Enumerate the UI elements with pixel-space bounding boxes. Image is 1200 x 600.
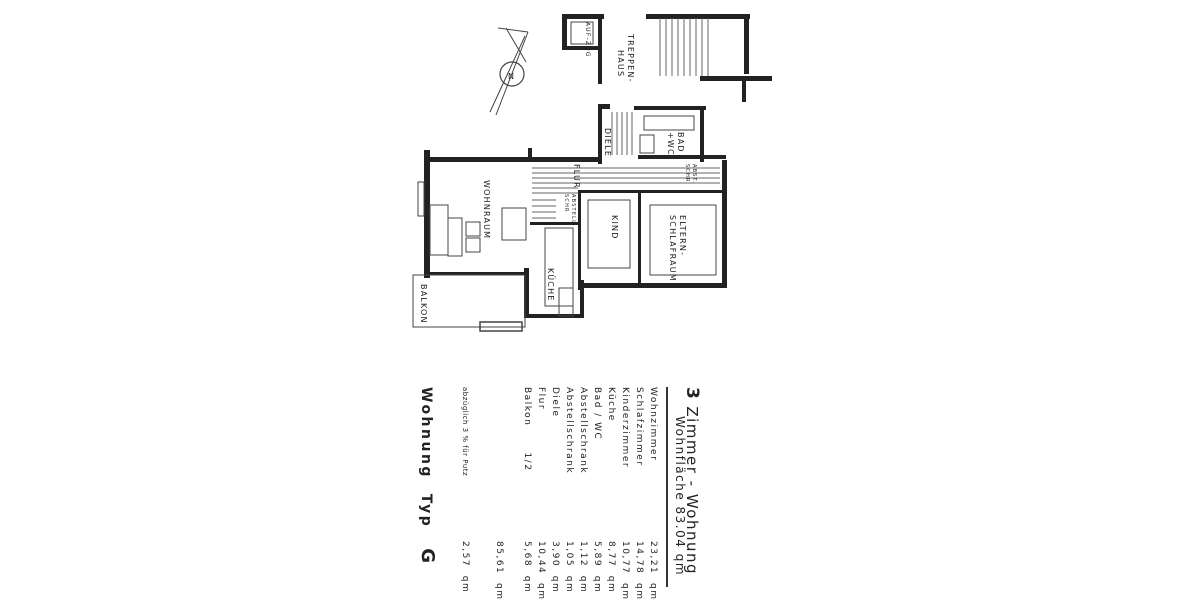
area-row: Küche 8,77 qm	[604, 387, 618, 594]
room-label-abstell-schr-1: ABSTELL-	[570, 194, 576, 227]
room-name: Bad / WC	[592, 387, 602, 441]
room-label-bad-2: +WC	[666, 132, 675, 156]
living-area: Wohnfläche 83.04 qm	[673, 416, 687, 577]
room-label-kind: KIND	[610, 215, 619, 240]
area-row: Flur 10,44 qm	[534, 387, 548, 600]
room-area: 14,78 qm	[634, 541, 644, 600]
area-row: Schlafzimmer 14,78 qm	[632, 387, 646, 600]
room-label-aufzug: AUF-ZUG	[584, 22, 591, 58]
walls	[424, 14, 772, 318]
room-name: Abstellschrank	[564, 387, 574, 475]
room-area: 8,77 qm	[606, 541, 616, 594]
area-row: Bad / WC 5,89 qm	[590, 387, 604, 594]
total-row: 85,61 qm	[492, 387, 506, 600]
area-row: Wohnzimmer 23,21 qm	[646, 387, 660, 600]
room-label-balkon: BALKON	[419, 284, 428, 324]
title-text: Wohnung Typ	[418, 387, 434, 529]
compass-north: N	[508, 72, 515, 81]
room-label-abst-schr-2: SCHR	[684, 164, 690, 183]
room-area: 23,21 qm	[648, 541, 658, 600]
room-name: Kinderzimmer	[620, 387, 630, 469]
title-type: G	[417, 548, 438, 566]
room-name: Schlafzimmer	[634, 387, 644, 467]
divider	[666, 387, 668, 587]
room-label-kueche: KÜCHE	[546, 268, 556, 302]
area-row: Abstellschrank 1,05 qm	[562, 387, 576, 594]
room-label-eltern-2: SCHLAFRAUM	[668, 215, 677, 282]
deduction-label: abzüglich 3 % für Putz	[461, 387, 469, 477]
room-name: Flur	[536, 387, 546, 411]
room-label-abst-schr-1: ABST.	[691, 164, 697, 184]
room-label-abstell-schr-2: SCHR	[563, 194, 569, 213]
room-label-treppenhaus-2: HAUS	[616, 50, 625, 77]
document-title: Wohnung TypG	[417, 387, 438, 566]
details	[412, 18, 720, 332]
room-area: 1,05 qm	[564, 541, 574, 594]
total-value: 85,61 qm	[494, 541, 504, 600]
room-area: 1,12 qm	[578, 541, 588, 594]
room-area: 5,89 qm	[592, 541, 602, 594]
room-name: Balkon 1/2	[522, 387, 532, 472]
room-name: Wohnzimmer	[648, 387, 658, 462]
room-area: 3,90 qm	[550, 541, 560, 594]
deduction-value: 2,57 qm	[460, 541, 470, 594]
area-row: Balkon 1/2 5,68 qm	[520, 387, 534, 594]
room-label-diele: DIELE	[603, 128, 612, 157]
deduction-row: abzüglich 3 % für Putz 2,57 qm	[458, 387, 472, 594]
room-name: Diele	[550, 387, 560, 418]
rooms-count: 3	[682, 387, 702, 401]
room-area: 5,68 qm	[522, 541, 532, 594]
room-area: 10,77 qm	[620, 541, 630, 600]
room-label-flur: FLUR	[572, 164, 581, 189]
room-label-treppenhaus-1: TREPPEN-	[626, 33, 635, 83]
area-row: Kinderzimmer 10,77 qm	[618, 387, 632, 600]
area-row: Abstellschrank 1,12 qm	[576, 387, 590, 594]
room-label-bad-1: BAD	[676, 132, 685, 153]
area-row: Diele 3,90 qm	[548, 387, 562, 594]
room-label-eltern-1: ELTERN-	[678, 215, 687, 256]
room-name: Abstellschrank	[578, 387, 588, 475]
room-name: Küche	[606, 387, 616, 422]
legend-heading: Zimmer - Wohnung	[683, 406, 701, 576]
room-area: 10,44 qm	[536, 541, 546, 600]
room-label-wohnraum: WOHNRAUM	[482, 180, 491, 239]
